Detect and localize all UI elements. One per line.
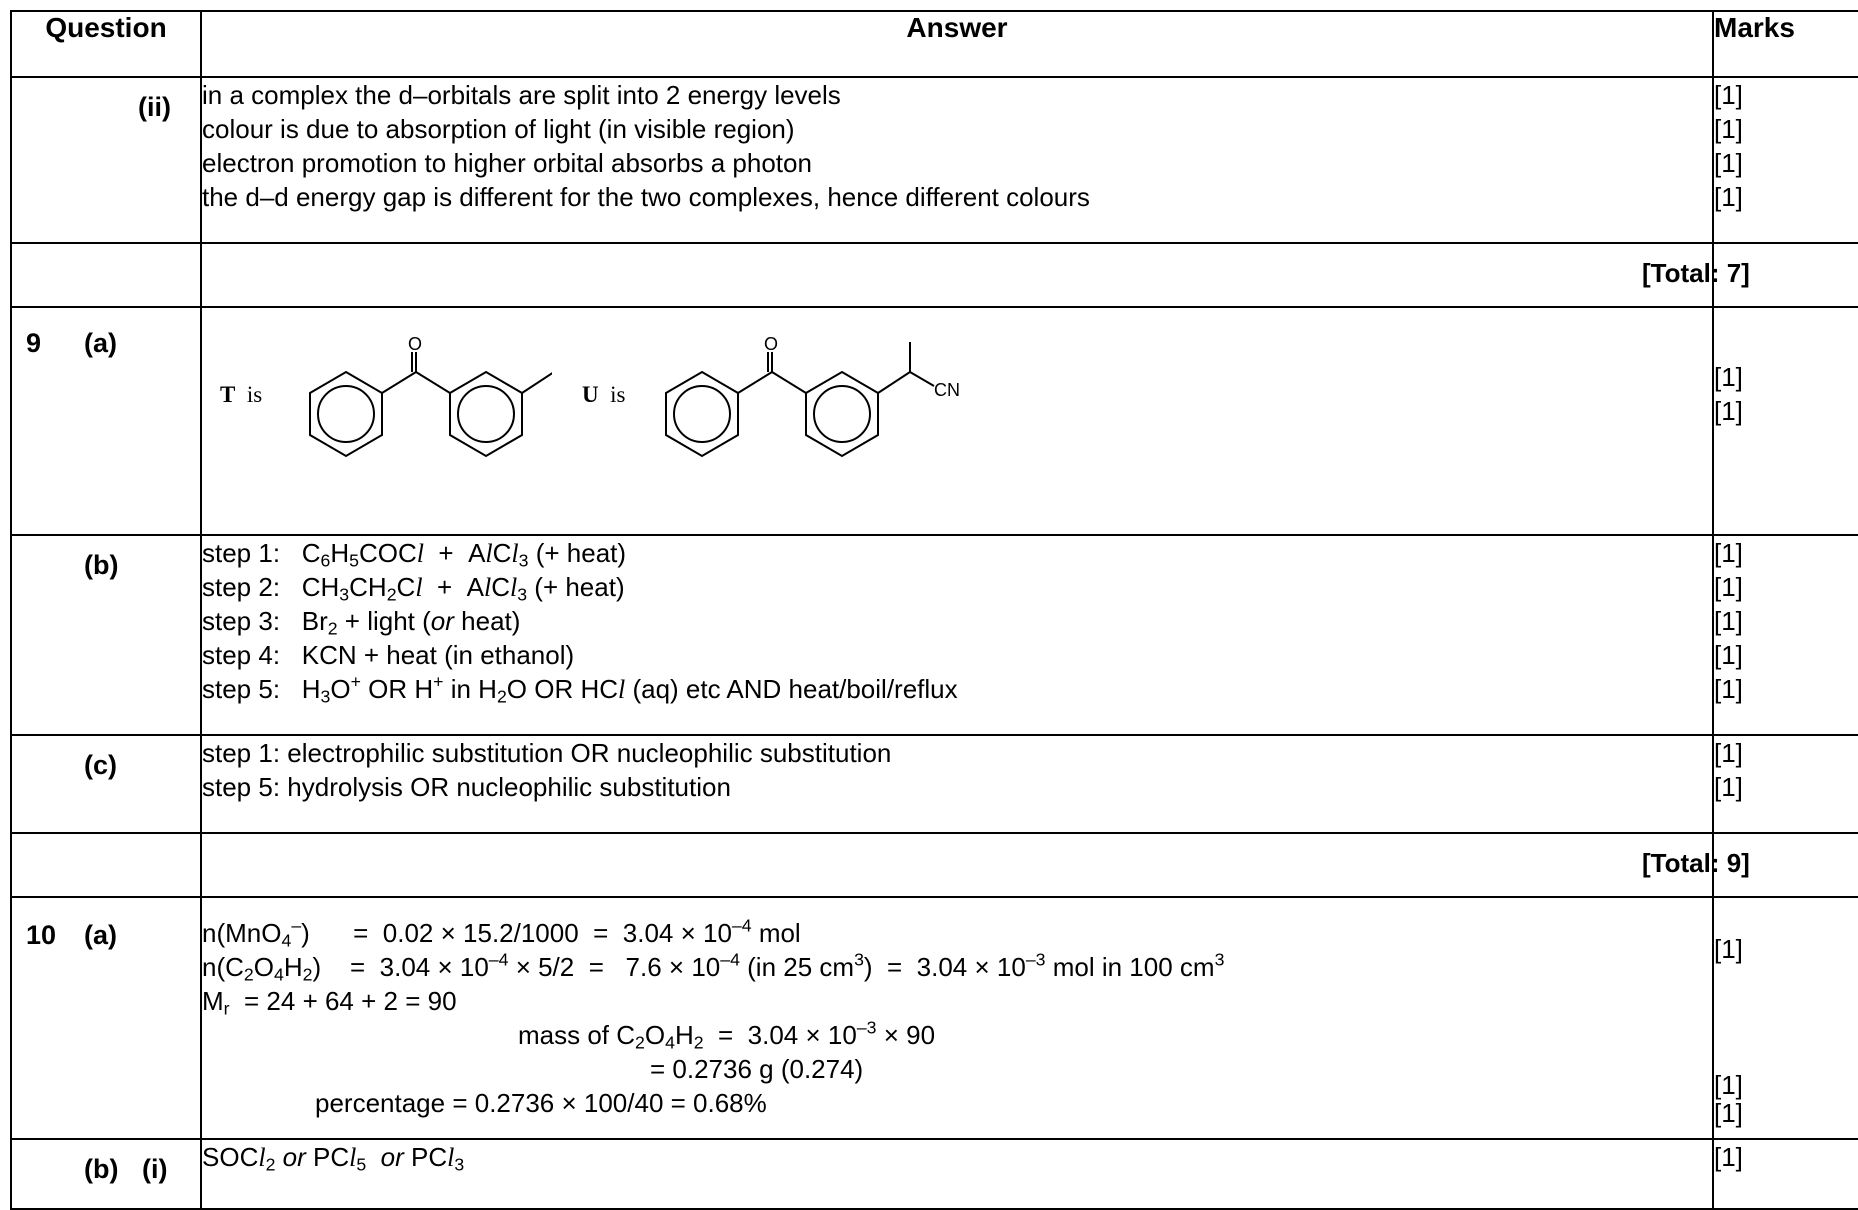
mark: [1] <box>1714 1142 1743 1172</box>
marks-cell: [1] [1] [1] [1] <box>1712 76 1858 244</box>
mark: [1] <box>1714 114 1743 144</box>
part-label: (b) <box>84 550 119 580</box>
mark: [1] <box>1714 606 1743 636</box>
question-cell: 10 (a) <box>10 896 202 1140</box>
answer-line: percentage = 0.2736 × 100/40 = 0.68% <box>315 1088 767 1118</box>
part-label: (a) <box>84 920 117 950</box>
answer-cell: SOCl2 or PCl5 or PCl3 <box>200 1138 1714 1210</box>
answer-line: electron promotion to higher orbital abs… <box>202 148 812 178</box>
answer-line: = 0.2736 g (0.274) <box>650 1054 864 1084</box>
mark: [1] <box>1714 1098 1743 1128</box>
answer-line: step 1: C6H5COCl + AlCl3 (+ heat) <box>202 538 627 571</box>
question-cell: (b) <box>10 534 202 736</box>
mark: [1] <box>1714 538 1743 568</box>
answer-line: step 1: electrophilic substitution OR nu… <box>202 738 892 768</box>
answer-line: in a complex the d–orbitals are split in… <box>202 80 841 110</box>
row-q9-c: (c) step 1: electrophilic substitution O… <box>10 734 1858 834</box>
part-label: (c) <box>84 750 117 780</box>
question-cell: 9 (a) <box>10 306 202 536</box>
svg-text:CN: CN <box>934 380 960 400</box>
structure-u-diagram: O CN <box>665 334 960 458</box>
answer-line: n(MnO4–) = 0.02 × 15.2/1000 = 3.04 × 10–… <box>202 915 801 951</box>
mark: [1] <box>1714 572 1743 602</box>
marks-cell: [1] [1] [1] <box>1712 896 1858 1140</box>
total-row: [Total: 7] <box>10 242 1858 308</box>
answer-cell: step 1: electrophilic substitution OR nu… <box>200 734 1714 834</box>
answer-line: step 5: hydrolysis OR nucleophilic subst… <box>202 772 731 802</box>
part-label: (b) <box>84 1154 119 1184</box>
answer-line: mass of C2O4H2 = 3.04 × 10–3 × 90 <box>518 1017 936 1053</box>
sub-part-label: (i) <box>142 1154 168 1184</box>
part-label: (a) <box>84 328 117 358</box>
row-q10-a: 10 (a) n(MnO4–) = 0.02 × 15.2/1000 = 3.0… <box>10 896 1858 1140</box>
answer-line: the d–d energy gap is different for the … <box>202 182 1090 212</box>
mark: [1] <box>1714 362 1743 392</box>
mark: [1] <box>1714 80 1743 110</box>
row-q8-ii: (ii) in a complex the d–orbitals are spl… <box>10 76 1858 244</box>
question-header: Question <box>10 10 202 78</box>
answer-line: n(C2O4H2) = 3.04 × 10–4 × 5/2 = 7.6 × 10… <box>202 949 1225 985</box>
mark-scheme-table: Question Answer Marks (ii) in a complex … <box>10 10 1858 1210</box>
structure-u-label: U is <box>582 382 626 407</box>
answer-cell: n(MnO4–) = 0.02 × 15.2/1000 = 3.04 × 10–… <box>200 896 1714 1140</box>
marks-cell: [1] <box>1712 1138 1858 1210</box>
mark: [1] <box>1714 396 1743 426</box>
marks-cell: [1] [1] <box>1712 734 1858 834</box>
mark: [1] <box>1714 640 1743 670</box>
svg-text:O: O <box>408 334 422 354</box>
structure-t-diagram: O <box>309 334 552 458</box>
svg-text:O: O <box>764 334 778 354</box>
answer-cell: step 1: C6H5COCl + AlCl3 (+ heat) step 2… <box>200 534 1714 736</box>
part-label: (ii) <box>138 92 171 122</box>
mark: [1] <box>1714 674 1743 704</box>
answer-line: SOCl2 or PCl5 or PCl3 <box>202 1142 465 1175</box>
answer-cell: in a complex the d–orbitals are split in… <box>200 76 1714 244</box>
mark: [1] <box>1714 1070 1743 1100</box>
row-q9-a: 9 (a) T is <box>10 306 1858 536</box>
answer-header: Answer <box>200 10 1714 78</box>
mark: [1] <box>1714 148 1743 178</box>
mark: [1] <box>1714 182 1743 212</box>
question-cell: (ii) <box>10 76 202 244</box>
marks-header: Marks <box>1712 10 1858 78</box>
marks-cell: [1] [1] <box>1712 306 1858 536</box>
structure-t-label: T is <box>220 382 263 407</box>
marks-cell: [1] [1] [1] [1] [1] <box>1712 534 1858 736</box>
answer-line: colour is due to absorption of light (in… <box>202 114 795 144</box>
mark: [1] <box>1714 738 1743 768</box>
total-row: [Total: 9] <box>10 832 1858 898</box>
question-cell: (b) (i) <box>10 1138 202 1210</box>
total-label: [Total: 9] <box>1642 848 1750 878</box>
answer-line: step 3: Br2 + light (or heat) <box>202 606 521 639</box>
row-q9-b: (b) step 1: C6H5COCl + AlCl3 (+ heat) st… <box>10 534 1858 736</box>
answer-line: Mr = 24 + 64 + 2 = 90 <box>202 986 457 1019</box>
answer-line: step 2: CH3CH2Cl + AlCl3 (+ heat) <box>202 572 625 605</box>
mark: [1] <box>1714 772 1743 802</box>
answer-line: step 4: KCN + heat (in ethanol) <box>202 640 575 670</box>
question-cell: (c) <box>10 734 202 834</box>
question-number: 9 <box>26 328 42 358</box>
answer-cell: T is O U i <box>200 306 1714 536</box>
header-row: Question Answer Marks <box>10 10 1858 78</box>
question-number: 10 <box>26 920 57 950</box>
mark: [1] <box>1714 934 1743 964</box>
answer-line: step 5: H3O+ OR H+ in H2O OR HCl (aq) et… <box>202 671 958 707</box>
total-label: [Total: 7] <box>1642 258 1750 288</box>
row-q10-b-i: (b) (i) SOCl2 or PCl5 or PCl3 [1] <box>10 1138 1858 1210</box>
